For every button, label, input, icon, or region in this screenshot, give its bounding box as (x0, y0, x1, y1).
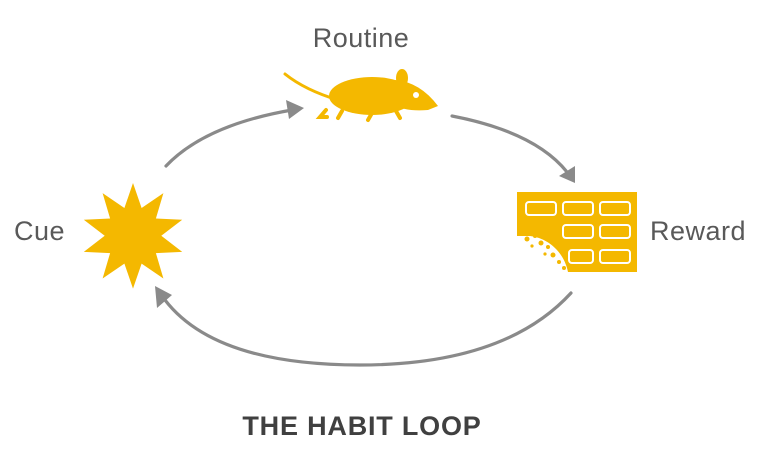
arrow-routine-to-reward (450, 114, 575, 183)
diagram-title: THE HABIT LOOP (242, 411, 481, 441)
cue-label: Cue (14, 216, 65, 246)
routine-label: Routine (313, 23, 410, 53)
mouse-icon (283, 69, 438, 122)
starburst-icon (83, 183, 183, 289)
arrow-cue-to-routine (164, 100, 304, 168)
cheese-block-icon (517, 192, 637, 272)
reward-label: Reward (650, 216, 746, 246)
arrow-reward-to-cue (155, 286, 573, 367)
